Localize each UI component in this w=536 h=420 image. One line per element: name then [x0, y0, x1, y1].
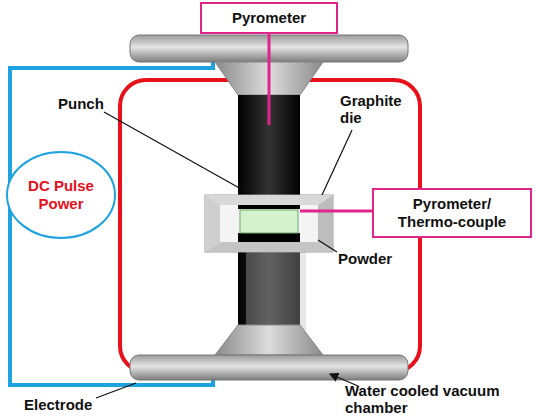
power-supply-ellipse: DC Pulse Power — [5, 150, 117, 240]
bottom-cone — [215, 325, 323, 355]
thermocouple-line — [300, 210, 380, 213]
leader-line — [96, 383, 136, 398]
node-text: Pyrometer — [232, 9, 306, 27]
part-label: Graphite die — [340, 92, 420, 126]
part-label: Water cooled vacuum chamber — [345, 382, 533, 416]
powder-sample — [240, 210, 298, 233]
punch-shadow — [246, 250, 306, 330]
leader-line — [104, 112, 250, 194]
node-text: DC Pulse Power — [23, 177, 99, 213]
part-label: Powder — [338, 250, 413, 267]
graphite-die — [205, 195, 333, 252]
lower-punch-tip — [238, 233, 300, 242]
die-bevel — [205, 195, 220, 252]
thermocouple-box: Pyrometer/ Thermo-couple — [372, 188, 532, 238]
pyrometer-box: Pyrometer — [200, 2, 338, 34]
die-bevel — [205, 242, 333, 252]
die-bevel — [205, 195, 333, 205]
upper-punch-tip — [238, 205, 300, 209]
part-label: Punch — [58, 95, 118, 112]
node-text: Pyrometer/ Thermo-couple — [382, 195, 522, 231]
leader-line — [322, 130, 352, 195]
bottom-electrode — [130, 355, 408, 380]
pyrometer-line — [268, 28, 271, 125]
part-label: Electrode — [24, 396, 114, 413]
die-bevel — [318, 195, 333, 252]
leader-line — [318, 240, 337, 252]
